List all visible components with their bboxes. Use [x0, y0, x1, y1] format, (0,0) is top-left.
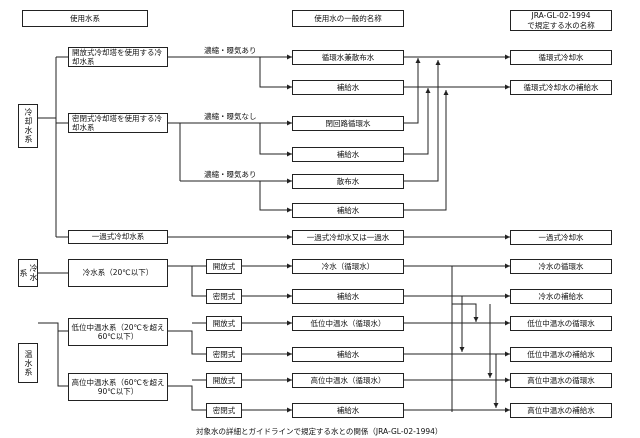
- subsystem-closed-tower: 密閉式冷却塔を使用する冷却水系: [68, 113, 168, 133]
- general-circ-spray: 循環水兼散布水: [292, 50, 404, 65]
- general-makeup-4: 補給水: [292, 289, 404, 304]
- header-general-name: 使用水の一般的名称: [292, 10, 404, 27]
- subsystem-chilled: 冷水系（20℃以下）: [68, 259, 168, 287]
- general-makeup-2: 補給水: [292, 147, 404, 162]
- figure-caption: 対象水の詳細とガイドラインで規定する水との関係（JRA-GL-02-1994）: [196, 427, 443, 436]
- standard-high-makeup: 高位中温水の補給水: [510, 403, 612, 418]
- general-makeup-6: 補給水: [292, 403, 404, 418]
- general-chilled-circ: 冷水（循環水）: [292, 259, 404, 274]
- condition-evap-yes-2: 濃縮・曝気あり: [203, 169, 258, 180]
- header-standard-line2: で規定する水の名称: [527, 20, 595, 30]
- general-high-circ: 高位中温水（循環水）: [292, 373, 404, 388]
- category-hot: 温水系: [18, 343, 38, 383]
- standard-mid-circ: 低位中温水の循環水: [510, 316, 612, 331]
- standard-circ-cooling-makeup: 循環式冷却水の補給水: [510, 80, 612, 95]
- general-makeup-1: 補給水: [292, 80, 404, 95]
- subsystem-high-temp: 高位中温水系（60℃を超え90℃以下）: [68, 373, 168, 401]
- circuit-open-1: 開放式: [206, 259, 242, 274]
- circuit-open-3: 開放式: [206, 373, 242, 388]
- standard-high-circ: 高位中温水の循環水: [510, 373, 612, 388]
- circuit-closed-1: 密閉式: [206, 289, 242, 304]
- header-standard-name: JRA-GL-02-1994 で規定する水の名称: [510, 10, 612, 31]
- general-makeup-5: 補給水: [292, 347, 404, 362]
- subsystem-open-tower: 開放式冷却塔を使用する冷却水系: [68, 47, 168, 67]
- circuit-open-2: 開放式: [206, 316, 242, 331]
- header-standard-line1: JRA-GL-02-1994: [531, 11, 591, 21]
- circuit-closed-3: 密閉式: [206, 403, 242, 418]
- subsystem-once-through: 一過式冷却水系: [68, 230, 168, 244]
- category-chilled: 冷水系: [18, 259, 38, 287]
- general-makeup-3: 補給水: [292, 203, 404, 218]
- category-cooling: 冷却水系: [18, 104, 38, 148]
- standard-circ-cooling: 循環式冷却水: [510, 50, 612, 65]
- standard-chilled-circ: 冷水の循環水: [510, 259, 612, 274]
- circuit-closed-2: 密閉式: [206, 347, 242, 362]
- general-mid-circ: 低位中温水（循環水）: [292, 316, 404, 331]
- general-closed-circ: 閉回路循環水: [292, 116, 404, 131]
- general-spray: 散布水: [292, 174, 404, 189]
- subsystem-mid-temp: 低位中温水系（20℃を超え60℃以下）: [68, 318, 168, 346]
- header-system: 使用水系: [22, 10, 148, 27]
- condition-evap-yes-1: 濃縮・曝気あり: [203, 45, 258, 56]
- condition-evap-no: 濃縮・曝気なし: [203, 111, 258, 122]
- general-once-through: 一過式冷却水又は一過水: [292, 230, 404, 245]
- standard-chilled-makeup: 冷水の補給水: [510, 289, 612, 304]
- standard-once-through: 一過式冷却水: [510, 230, 612, 245]
- standard-mid-makeup: 低位中温水の補給水: [510, 347, 612, 362]
